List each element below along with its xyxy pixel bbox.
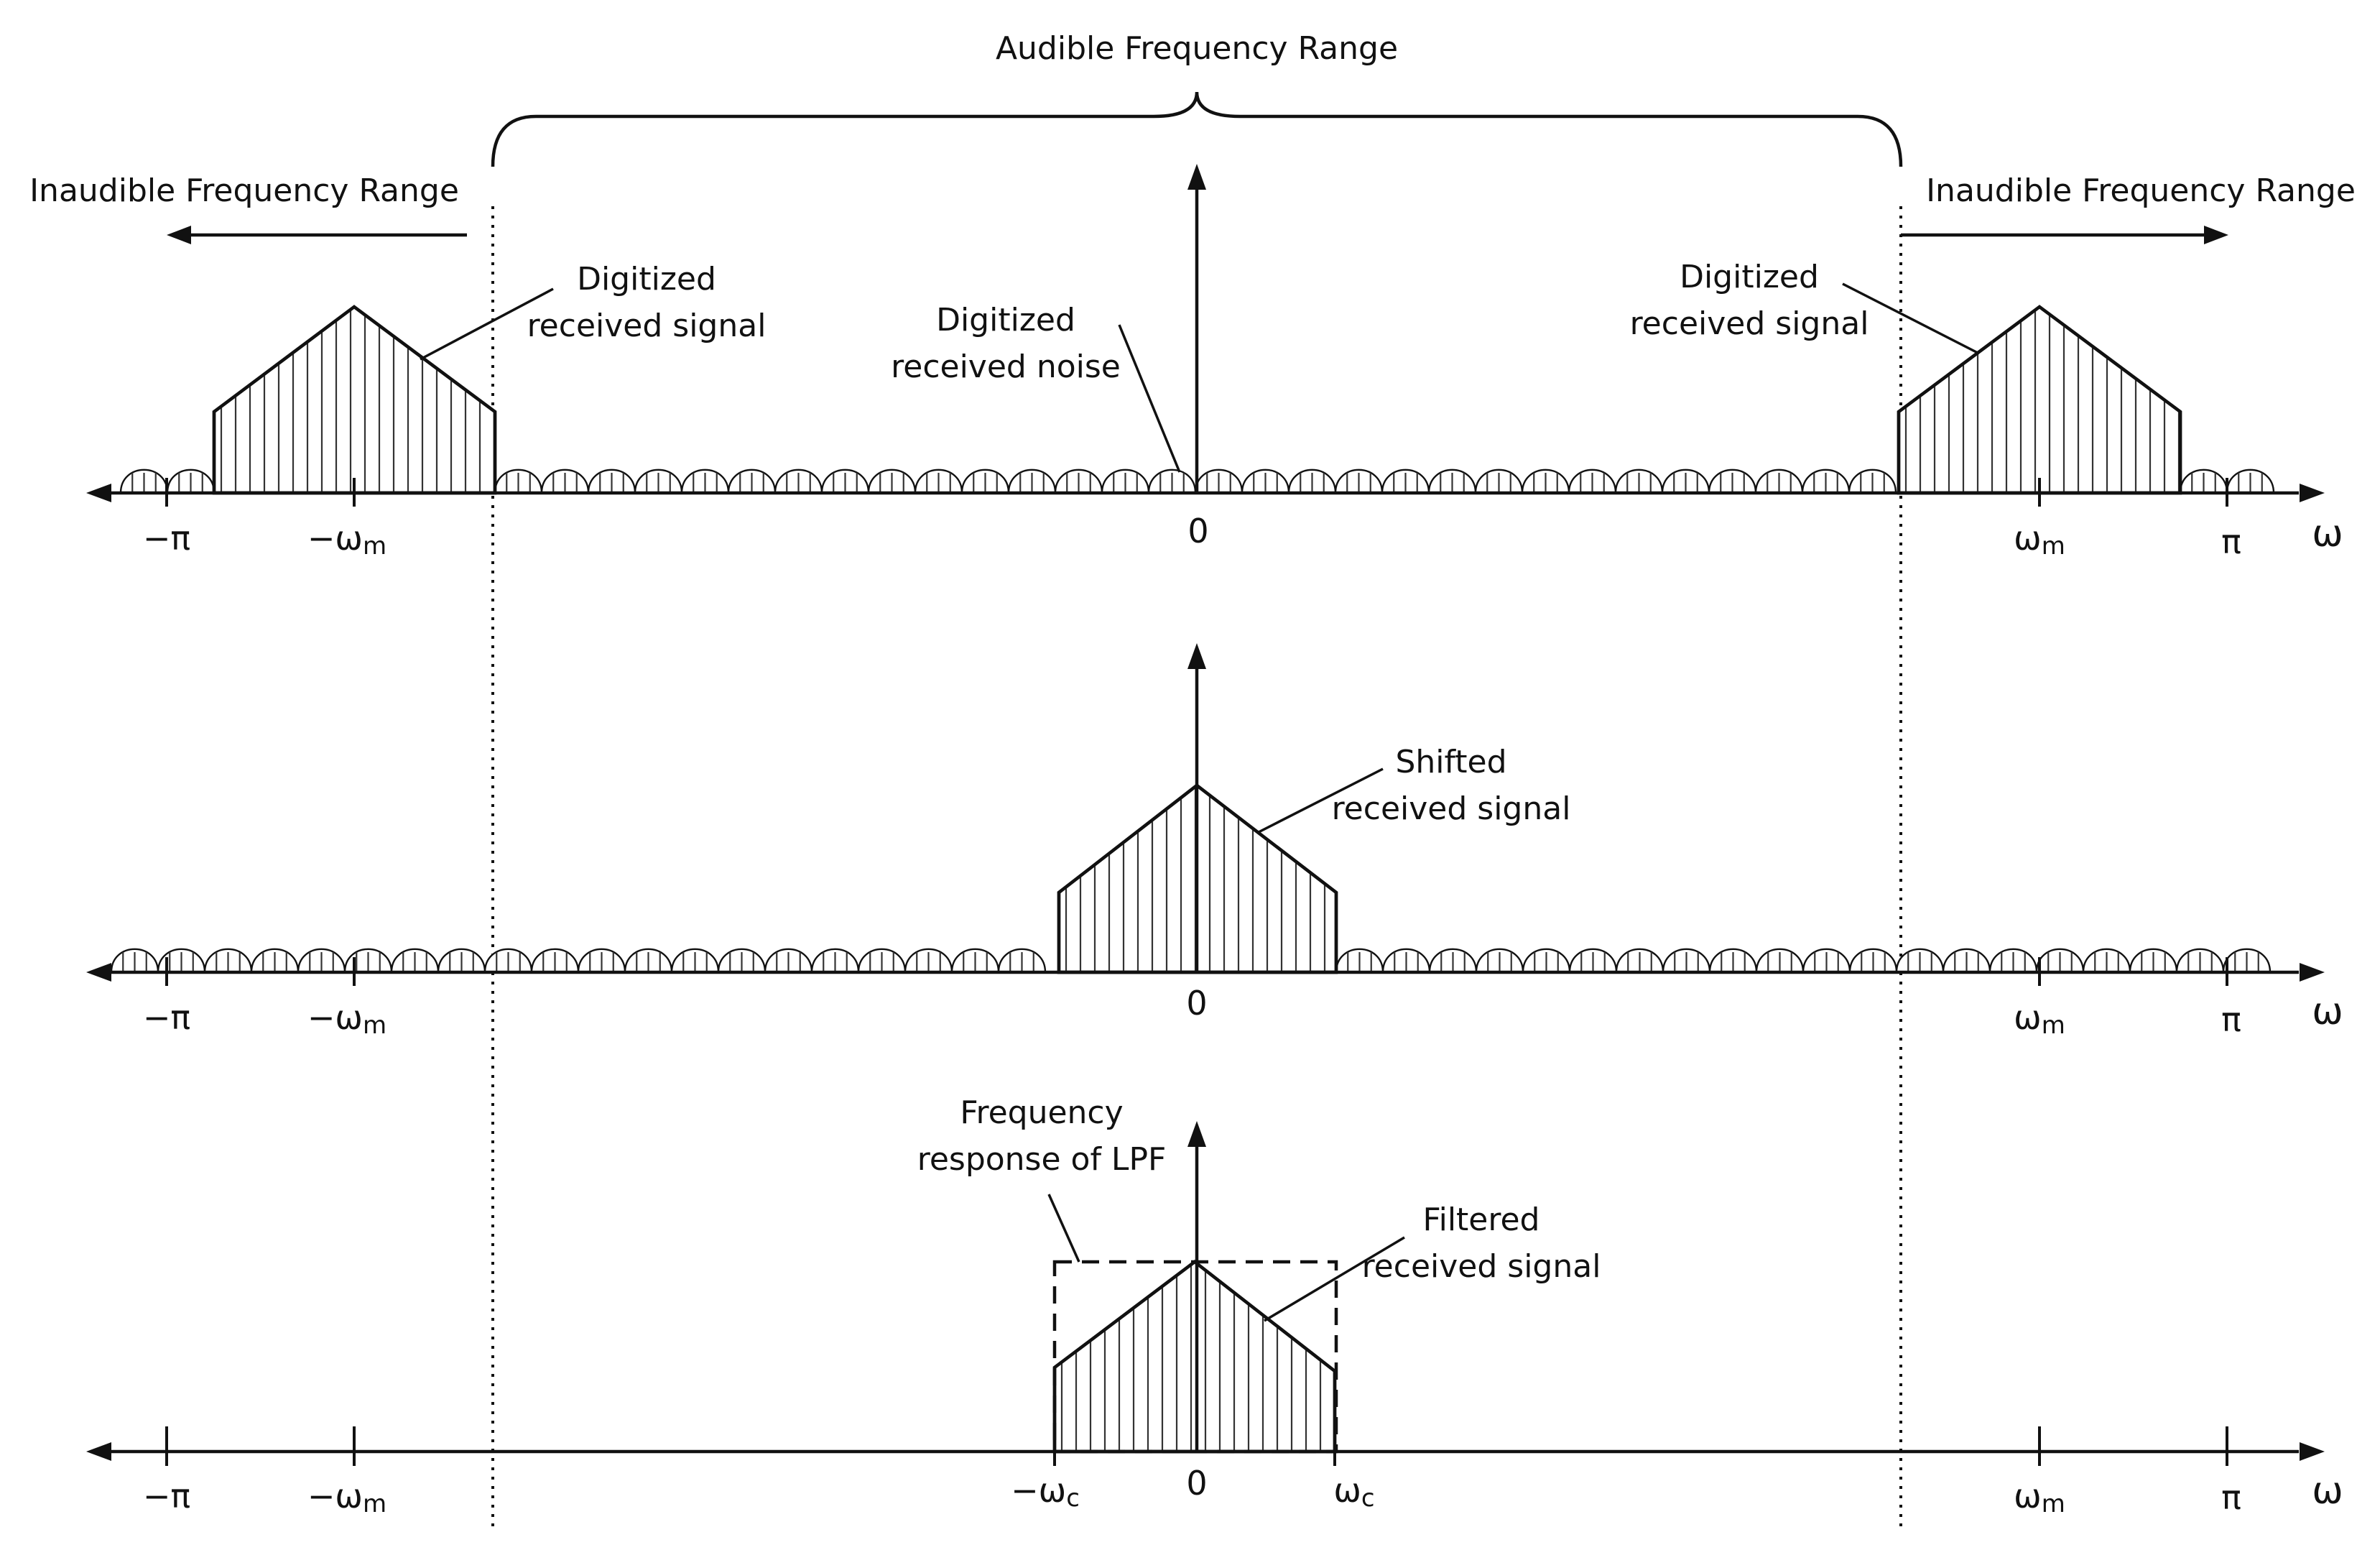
audible-range-label: Audible Frequency Range [996, 30, 1398, 67]
axis-1-right-arrowhead [2300, 484, 2325, 502]
filtered-signal-leader [1264, 1236, 1405, 1322]
lpf-response-leader [1047, 1194, 1080, 1263]
filtered-signal-label: Filtered [1422, 1201, 1539, 1238]
filtered-signal-label-2: received signal [1362, 1248, 1601, 1285]
axis-omega-label-1: ω [2312, 512, 2343, 555]
digitized-signal-left-leader [420, 287, 554, 361]
digitized-signal-left-label: Digitized [577, 261, 716, 297]
filtered-signal [1052, 1260, 1337, 1454]
axis-omega-label-3: ω [2312, 1470, 2343, 1513]
axis-3-left-arrowhead [86, 1442, 111, 1461]
tick-neg-omega-m-2: −ωm [307, 998, 386, 1040]
axis-1-left-arrowhead [86, 484, 111, 502]
shifted-signal-leader [1258, 767, 1384, 834]
tick-omega-m-2: ωm [2014, 998, 2065, 1040]
tick-neg-pi-3: −π [143, 1477, 190, 1516]
digitized-noise-label-2: received noise [891, 349, 1121, 385]
tick-neg-pi-2: −π [143, 998, 190, 1037]
tick-neg-omega-c-3: −ωc [1011, 1471, 1080, 1513]
tick-neg-omega-m-1: −ωm [307, 519, 386, 561]
vertical-axis-1-arrowhead [1187, 164, 1206, 190]
inaudible-right-arrowhead [2204, 226, 2228, 244]
shifted-signal-label: Shifted [1395, 744, 1506, 780]
tick-omega-c-3: ωc [1333, 1471, 1374, 1513]
lpf-response-label: Frequency [960, 1094, 1123, 1131]
tick-pi-1: π [2221, 522, 2241, 561]
lpf-response-label-2: response of LPF [917, 1141, 1167, 1178]
digitized-signal-right-label-2: received signal [1630, 305, 1869, 342]
tick-neg-pi-1: −π [143, 519, 190, 558]
axis-3-right-arrowhead [2300, 1442, 2325, 1461]
tick-neg-omega-m-3: −ωm [307, 1477, 386, 1518]
vertical-axis-2-arrowhead [1187, 643, 1206, 669]
tick-omega-m-3: ωm [2014, 1477, 2065, 1518]
inaudible-range-right-label: Inaudible Frequency Range [1926, 172, 2356, 209]
noise-bumps-panel-2 [110, 948, 2272, 973]
digitized-signal-left-label-2: received signal [527, 308, 767, 344]
axis-omega-label-2: ω [2312, 990, 2343, 1033]
tick-pi-2: π [2221, 1000, 2241, 1039]
panel-filtered: −π −ωm −ωc 0 ωc ωm π ω Frequency respons… [86, 1094, 2343, 1518]
digitized-noise-label: Digitized [936, 302, 1075, 338]
tick-omega-m-1: ωm [2014, 519, 2065, 561]
panel-digitized: −π −ωm 0 ωm π ω Digitized received signa… [86, 164, 2343, 561]
noise-bumps-panel-1 [119, 469, 2275, 494]
tick-zero-1: 0 [1187, 512, 1208, 550]
digitized-signal-left [212, 305, 497, 495]
shifted-signal-label-2: received signal [1332, 790, 1571, 827]
audible-range-brace [491, 91, 1903, 167]
vertical-axis-3-arrowhead [1187, 1121, 1206, 1147]
inaudible-left-arrowhead [167, 226, 191, 244]
digitized-signal-right-label: Digitized [1680, 259, 1819, 295]
inaudible-range-left-label: Inaudible Frequency Range [29, 172, 459, 209]
panel-shifted: −π −ωm 0 ωm π ω Shifted received signal [86, 643, 2343, 1040]
axis-2-left-arrowhead [86, 963, 111, 982]
digitized-noise-leader [1118, 324, 1181, 473]
axis-2-right-arrowhead [2300, 963, 2325, 982]
tick-pi-3: π [2221, 1478, 2241, 1517]
tick-zero-2: 0 [1186, 984, 1207, 1023]
digitized-signal-right-leader [1842, 282, 1980, 355]
tick-zero-3: 0 [1186, 1464, 1207, 1503]
